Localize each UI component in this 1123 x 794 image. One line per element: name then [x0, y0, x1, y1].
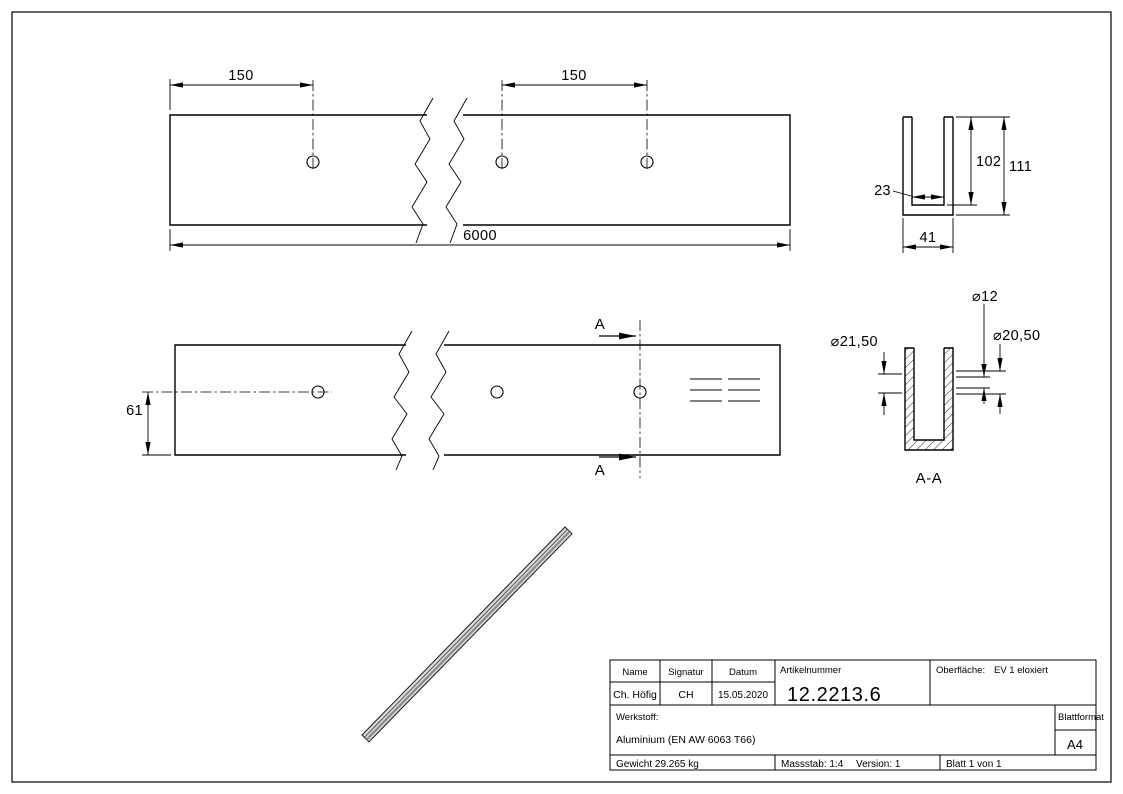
dimension-dia-12: ⌀12 [956, 289, 998, 404]
name-header: Name [622, 667, 647, 678]
dimension-dia-20-50: ⌀20,50 [956, 328, 1040, 414]
dia-20-50-label: ⌀20,50 [993, 328, 1040, 344]
top-view: 150 150 6000 [169, 68, 791, 251]
blattformat-value: A4 [1067, 737, 1083, 752]
section-hatch [905, 348, 953, 450]
dim-102-label: 102 [976, 154, 1001, 170]
break-line [411, 97, 434, 244]
front-view: 61 A A [126, 316, 781, 479]
section-cut-marker-bottom: A [595, 453, 636, 479]
dimension-23: 23 [874, 183, 944, 200]
section-title: A-A [916, 470, 943, 487]
artikelnummer-label: Artikelnummer [780, 665, 841, 676]
dimension-41: 41 [902, 218, 954, 253]
break-line [391, 330, 413, 471]
datum-header: Datum [729, 667, 757, 678]
u-profile-section-outline [904, 347, 954, 451]
dim-6000-label: 6000 [463, 228, 497, 244]
isometric-view [361, 526, 573, 743]
dimension-102: 102 [947, 116, 1010, 206]
gewicht-value: Gewicht 29.265 kg [616, 759, 699, 770]
break-line [428, 330, 450, 471]
dimension-dia-21-50: ⌀21,50 [831, 334, 902, 415]
bar-outline-right [463, 114, 791, 226]
werkstoff-label: Werkstoff: [616, 712, 658, 723]
section-letter-top: A [595, 316, 606, 333]
profile-face-shade [365, 530, 571, 741]
dimension-111: 111 [956, 117, 1032, 216]
datum-value: 15.05.2020 [718, 690, 768, 701]
massstab-value: Massstab: 1:4 [781, 759, 844, 770]
bar-outline-left [169, 114, 427, 226]
dim-111-label: 111 [1009, 159, 1032, 175]
dim-23-label: 23 [874, 183, 891, 199]
leader-line [892, 190, 912, 197]
section-cut-marker-top: A [595, 316, 636, 340]
section-aa-view: ⌀21,50 ⌀12 ⌀20,50 A-A [831, 289, 1040, 487]
profile-section-view: 23 102 111 41 [874, 116, 1032, 253]
werkstoff-value: Aluminium (EN AW 6063 T66) [616, 734, 755, 746]
dia-12-label: ⌀12 [972, 289, 998, 305]
name-value: Ch. Höfig [613, 689, 657, 701]
dimension-61: 61 [126, 392, 171, 456]
profile-bar-3d [361, 526, 573, 743]
oberflaeche-label: Oberfläche: [936, 665, 985, 676]
surface-marks [690, 378, 760, 402]
signatur-header: Signatur [668, 667, 703, 678]
dim-41-label: 41 [920, 230, 937, 246]
dim-61-label: 61 [126, 403, 143, 419]
oberflaeche-value: EV 1 eloxiert [994, 665, 1048, 676]
dia-21-50-label: ⌀21,50 [831, 334, 878, 350]
dimension-6000: 6000 [169, 228, 791, 251]
dimension-150-left: 150 [169, 68, 313, 110]
title-block-border [609, 659, 1097, 771]
bar-outline-left [174, 344, 406, 456]
dim-150-left-label: 150 [228, 68, 253, 84]
section-letter-bottom: A [595, 462, 606, 479]
title-block: Name Signatur Datum Artikelnummer Oberfl… [609, 659, 1104, 771]
hole [490, 385, 504, 399]
artikelnummer-value: 12.2213.6 [787, 684, 881, 706]
profile-edge [364, 528, 568, 738]
version-value: Version: 1 [856, 759, 901, 770]
dimension-150-right: 150 [502, 68, 647, 88]
dim-150-right-label: 150 [561, 68, 586, 84]
u-profile-outline [902, 116, 954, 216]
drawing-frame [11, 11, 1112, 783]
signatur-value: CH [678, 689, 693, 701]
bar-outline-right [444, 344, 781, 456]
blatt-value: Blatt 1 von 1 [946, 759, 1002, 770]
blattformat-label: Blattformat [1058, 712, 1104, 723]
break-line [445, 97, 468, 244]
